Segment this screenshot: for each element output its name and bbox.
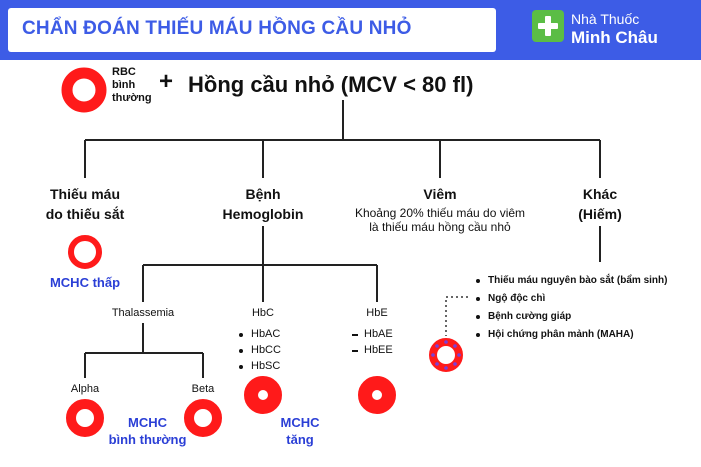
other-cause-item: Thiếu máu nguyên bào sắt (bẩm sinh) bbox=[474, 272, 667, 290]
hbe-item: HbAE bbox=[350, 326, 393, 342]
hbe-item: HbEE bbox=[350, 342, 393, 358]
rbc-hbe-icon bbox=[358, 376, 396, 414]
other-cause-item: Ngộ độc chì bbox=[474, 290, 667, 308]
rbc-hbc-icon bbox=[244, 376, 282, 414]
stipple-dots bbox=[431, 340, 461, 370]
category-other: Khác (Hiếm) bbox=[578, 186, 622, 222]
mchc-high-label: MCHC tăng bbox=[280, 415, 320, 447]
category-iron-deficiency: Thiếu máu do thiếu sắt bbox=[45, 186, 125, 222]
other-cause-item: Bệnh cường giáp bbox=[474, 308, 667, 326]
pharmacy-logo-icon bbox=[532, 10, 564, 42]
category-inflammation: Viêm bbox=[423, 186, 457, 202]
other-cause-item: Hội chứng phân mảnh (MAHA) bbox=[474, 326, 667, 344]
hbc-item: HbCC bbox=[237, 342, 281, 358]
mchc-normal-label: MCHC bình thường bbox=[108, 415, 187, 447]
rbc-hypochromic-icon bbox=[68, 235, 102, 269]
other-causes-list: Thiếu máu nguyên bào sắt (bẩm sinh) Ngộ … bbox=[474, 272, 667, 344]
mchc-low-label: MCHC thấp bbox=[49, 275, 121, 290]
hbc-list: HbAC HbCC HbSC bbox=[237, 326, 281, 374]
hbc-item: HbAC bbox=[237, 326, 281, 342]
page-title: CHẨN ĐOÁN THIẾU MÁU HỒNG CẦU NHỎ bbox=[22, 18, 412, 39]
rbc-normal-label: RBC bình thường bbox=[112, 66, 152, 104]
hbe-list: HbAE HbEE bbox=[350, 326, 393, 358]
thalassemia-label: Thalassemia bbox=[111, 307, 175, 319]
rbc-beta-icon bbox=[184, 399, 222, 437]
rbc-normal-icon bbox=[61, 67, 107, 113]
brand-line1: Nhà Thuốc bbox=[571, 11, 640, 27]
dotted-bracket bbox=[445, 296, 468, 336]
logo-plus-vertical bbox=[545, 16, 551, 36]
rbc-alpha-icon bbox=[66, 399, 104, 437]
hbc-item: HbSC bbox=[237, 358, 281, 374]
hbc-label: HbC bbox=[251, 307, 274, 319]
plus-sign: + bbox=[159, 68, 174, 95]
main-condition-label: Hồng cầu nhỏ (MCV < 80 fl) bbox=[188, 72, 474, 97]
hbe-label: HbE bbox=[366, 307, 388, 319]
category-hemoglobin: Bệnh Hemoglobin bbox=[222, 186, 304, 222]
beta-label: Beta bbox=[191, 383, 215, 395]
brand-line2: Minh Châu bbox=[571, 28, 658, 47]
alpha-label: Alpha bbox=[70, 383, 100, 395]
inflammation-note: Khoảng 20% thiếu máu do viêm là thiếu má… bbox=[354, 206, 526, 234]
header-title-box bbox=[8, 8, 496, 52]
